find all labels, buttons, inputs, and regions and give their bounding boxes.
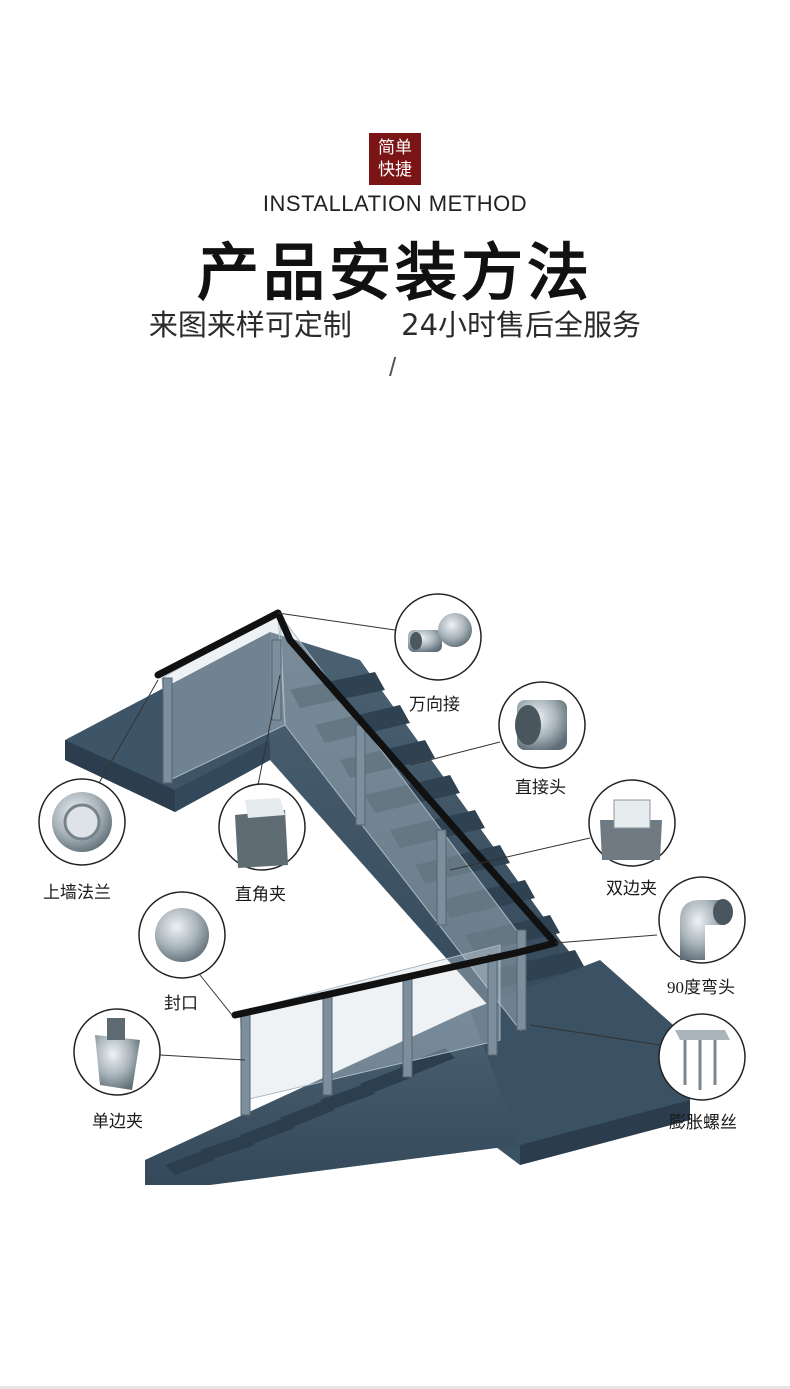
glass-panels [161, 611, 521, 1101]
bottom-divider [0, 1386, 790, 1389]
handrails [154, 609, 559, 1019]
tagline-service: 24小时售后全服务 [401, 308, 642, 342]
part-wall-flange [38, 778, 126, 866]
badge-line2: 快捷 [378, 160, 412, 180]
subtitle-english: INSTALLATION METHOD [262, 191, 528, 216]
part-double-clamp [588, 779, 676, 867]
label-wall-flange: 上墙法兰 [43, 883, 111, 902]
divider-slash: / [389, 352, 397, 382]
simple-fast-badge: 简单 快捷 [369, 133, 421, 185]
part-expansion-bolt [658, 1013, 746, 1101]
part-universal-joint [394, 593, 482, 681]
badge-line1: 简单 [378, 138, 412, 158]
label-single-clamp: 单边夹 [92, 1112, 143, 1131]
label-right-angle-clamp: 直角夹 [235, 885, 286, 904]
part-end-cap [138, 891, 226, 979]
lower-flight [145, 1010, 520, 1185]
leader-lines [94, 612, 661, 1061]
label-elbow-90: 90度弯头 [667, 978, 735, 997]
part-straight-joint [498, 681, 586, 769]
label-double-clamp: 双边夹 [606, 879, 657, 898]
tagline-custom: 来图来样可定制 [148, 308, 352, 342]
label-straight-joint: 直接头 [515, 778, 566, 797]
railing-posts [162, 639, 527, 1116]
part-right-angle-clamp [218, 783, 306, 871]
part-elbow-90 [658, 876, 746, 964]
label-end-cap: 封口 [164, 994, 198, 1013]
label-universal-joint: 万向接 [409, 695, 460, 714]
part-single-clamp [73, 1008, 161, 1096]
page-title: 产品安装方法 [196, 236, 593, 309]
tagline: 来图来样可定制 24小时售后全服务 [0, 302, 790, 344]
staircase-illustration [38, 593, 746, 1185]
label-expansion-bolt: 膨胀螺丝 [669, 1113, 737, 1132]
